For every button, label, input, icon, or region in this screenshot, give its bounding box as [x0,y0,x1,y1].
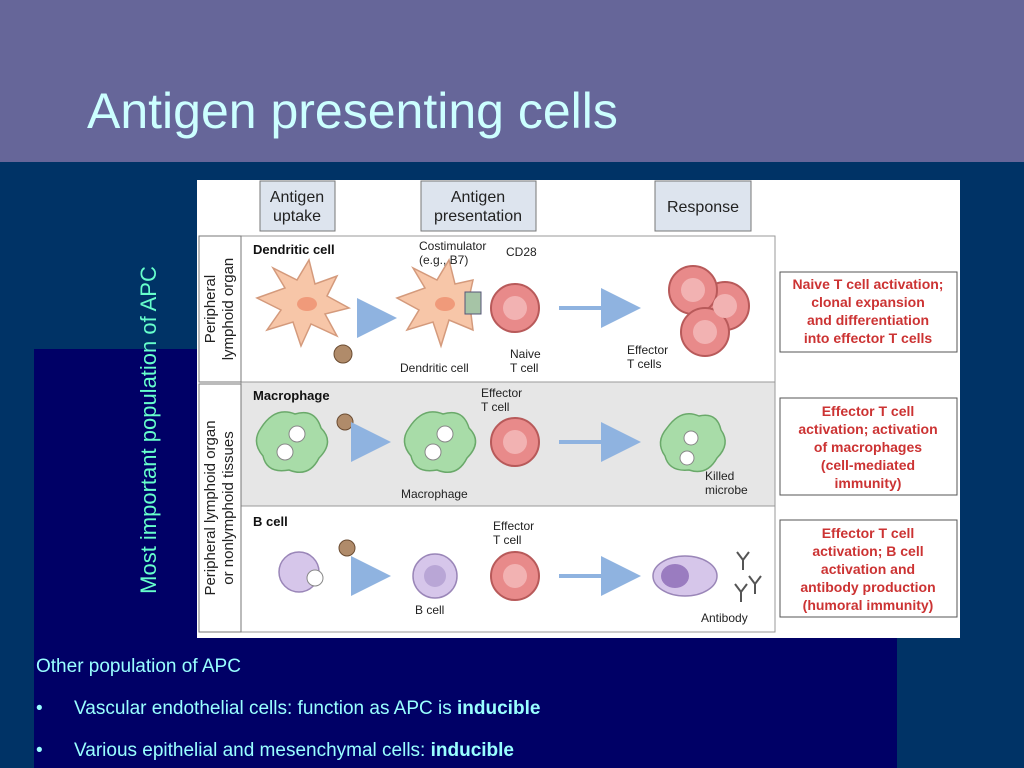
bullet-2: • Various epithelial and mesenchymal cell… [36,740,514,762]
dendritic-cell-presenting [395,258,482,349]
bullet-1: • Vascular endothelial cells: function as… [36,698,540,720]
effector-tcells-label-1: Effector [627,343,668,357]
killed-microbe-label-2: microbe [705,483,748,497]
macrophage-cell-presenting [403,411,477,473]
antibody-label: Antibody [701,611,748,625]
header-uptake-1: Antigen [270,189,324,206]
antibody-icons [734,551,762,602]
macrophage-effector-label-2: T cell [481,400,509,414]
section-nonlymphoid-box [198,383,242,633]
side-label: Most important population of APC [136,266,161,594]
dendritic-cell-uptake [255,258,353,364]
bullet-1-bold: inducible [457,698,541,719]
bullet-2-bold: inducible [430,740,515,761]
costim-label-2: (e.g., B7) [419,253,468,267]
response-text-macrophage: Effector T cell activation; activation of … [798,403,937,491]
section-peripheral-1: Peripheral [202,275,219,343]
bcell-title: B cell [253,514,288,529]
response-bcell-line-1: Effector T cell [822,525,915,541]
response-macrophage-line-3: of macrophages [814,439,922,455]
effector-tcells-cluster [668,265,750,357]
cd28-label: CD28 [506,245,537,259]
other-apc-heading: Other population of APC [36,656,241,677]
killed-microbe-label-1: Killed [705,469,734,483]
response-naive-line-3: and differentiation [807,312,929,328]
response-box-macrophage [779,397,958,496]
response-naive-line-4: into effector T cells [804,330,933,346]
header-presentation-box [420,180,537,232]
response-text-bcell: Effector T cell activation; B cell activat… [800,525,935,613]
macrophage-cell-label: Macrophage [401,487,468,501]
bcell-cell-label: B cell [415,603,444,617]
bullet-marker: • [36,740,43,761]
macrophage-title: Macrophage [253,388,330,403]
header-presentation-1: Antigen [451,189,505,206]
title-bar [0,0,1024,162]
response-box-bcell [779,519,958,618]
dendritic-cell-label: Dendritic cell [400,361,469,375]
bullet-marker: • [36,698,43,719]
header-response: Response [667,199,739,216]
response-naive-line-1: Naive T cell activation; [793,276,944,292]
response-bcell-line-3: activation and [821,561,915,577]
macrophage-effector-label-1: Effector [481,386,522,400]
naive-label-2: T cell [510,361,538,375]
response-macrophage-line-4: (cell-mediated [821,457,915,473]
effector-tcells-label-2: T cells [627,357,661,371]
apc-diagram: Antigen uptake Antigen presentation Resp… [197,180,960,638]
macrophage-cell-uptake [255,411,329,473]
response-macrophage-line-2: activation; activation [798,421,937,437]
response-naive-line-2: clonal expansion [811,294,925,310]
response-bcell-line-4: antibody production [800,579,935,595]
bullet-2-text: Various epithelial and mesenchymal cells… [74,740,431,761]
response-box-naive [779,271,958,353]
bcell-effector-label-1: Effector [493,519,534,533]
naive-label-1: Naive [510,347,541,361]
dendritic-title: Dendritic cell [253,242,335,257]
slide-title: Antigen presenting cells [87,83,618,139]
section-nonlymphoid-1: Peripheral lymphoid organ [202,420,219,595]
bullet-1-text: Vascular endothelial cells: function as … [74,698,458,719]
section-peripheral-2: lymphoid organ [220,258,237,361]
response-bcell-line-2: activation; B cell [812,543,923,559]
response-text-naive: Naive T cell activation; clonal expansion… [793,276,944,346]
response-bcell-line-5: (humoral immunity) [803,597,934,613]
header-response-box [654,180,752,232]
header-uptake-2: uptake [273,208,321,225]
section-nonlymphoid-2: or nonlymphoid tissues [220,431,237,584]
section-peripheral-box [198,235,242,383]
apc-diagram-svg: Antigen uptake Antigen presentation Resp… [198,180,958,633]
header-presentation-2: presentation [434,208,522,225]
costim-label-1: Costimulator [419,239,486,253]
response-macrophage-line-1: Effector T cell [822,403,915,419]
response-macrophage-line-5: immunity) [835,475,902,491]
header-uptake-box [259,180,336,232]
bcell-effector-label-2: T cell [493,533,521,547]
